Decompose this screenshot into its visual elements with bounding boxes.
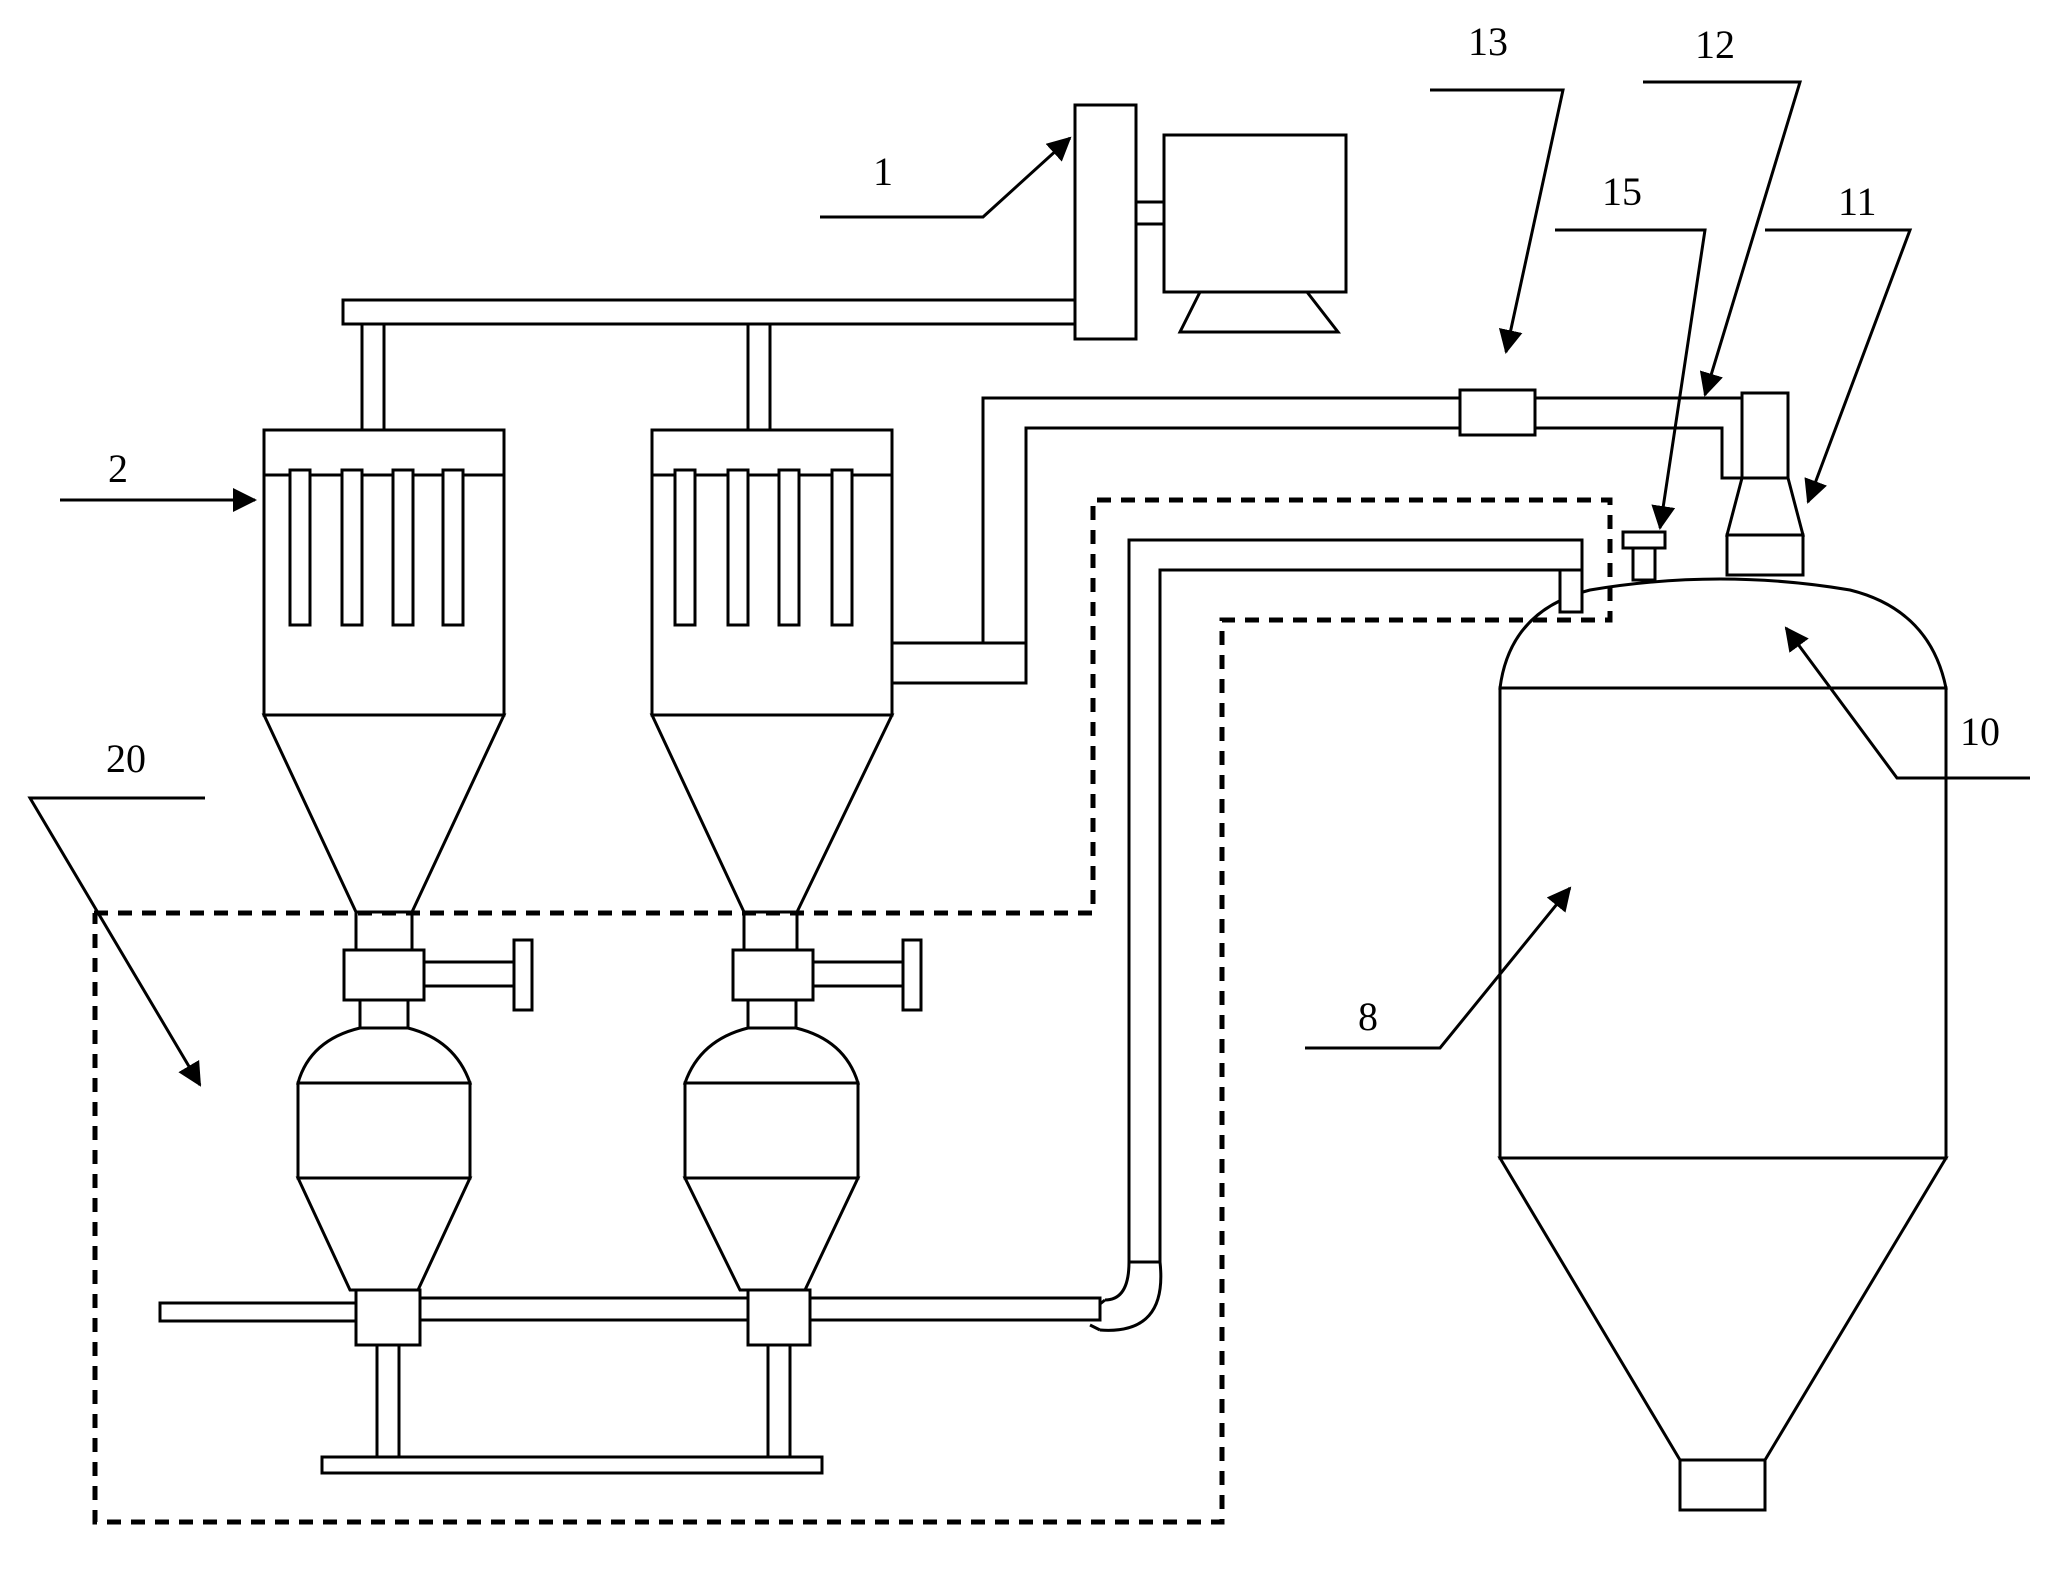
label-8: 8 <box>1358 994 1378 1039</box>
pneumatic-pump-left <box>295 910 534 1459</box>
label-2: 2 <box>108 446 128 491</box>
leader-lines <box>27 80 2030 1087</box>
vent-nozzle <box>1725 391 1805 577</box>
system-boundary-dashed <box>92 497 1613 1525</box>
pneumatic-pump-right <box>682 910 923 1459</box>
fan-blower <box>1073 103 1348 341</box>
bag-filter-right <box>649 428 895 914</box>
label-20: 20 <box>106 736 146 781</box>
label-15: 15 <box>1602 169 1642 214</box>
label-1: 1 <box>873 149 893 194</box>
exhaust-header-pipe <box>341 298 1077 432</box>
storage-silo <box>1497 577 1949 1512</box>
conveying-pipe <box>1089 538 1584 1332</box>
bottom-conveying-line <box>158 1296 1102 1475</box>
label-10: 10 <box>1960 709 2000 754</box>
label-12: 12 <box>1695 22 1735 67</box>
silo-top-nozzle <box>1621 530 1667 582</box>
label-13: 13 <box>1468 19 1508 64</box>
label-11: 11 <box>1838 179 1877 224</box>
bag-filter-left <box>261 428 507 914</box>
